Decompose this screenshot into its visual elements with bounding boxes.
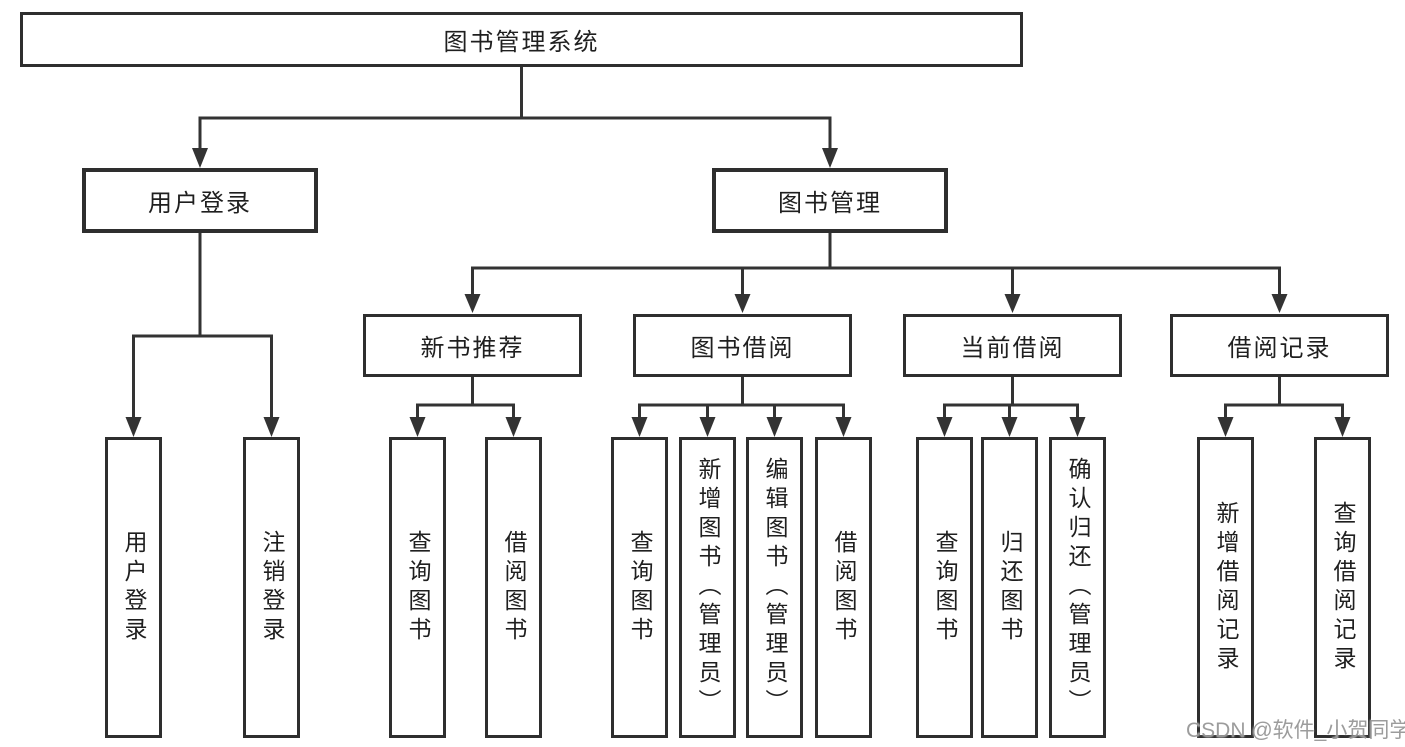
connector-book-management-to-level3 xyxy=(471,233,1281,295)
node-new-book-recommend: 新书推荐 xyxy=(363,314,582,377)
node-root-label: 图书管理系统 xyxy=(443,29,600,56)
node-borrow-records-label: 借阅记录 xyxy=(1227,335,1332,362)
leaf-borrow-books: 借阅图书 xyxy=(815,437,872,738)
leaf-query-books-recommend: 查询图书 xyxy=(389,437,446,738)
node-user-login-label: 用户登录 xyxy=(148,190,252,217)
leaf-query-books-borrow-label: 查询图书 xyxy=(627,529,653,646)
leaf-borrow-books-recommend: 借阅图书 xyxy=(485,437,542,738)
leaf-query-books-borrow: 查询图书 xyxy=(611,437,668,738)
watermark: CSDN @软件_小贺同学 xyxy=(1186,719,1405,742)
leaf-edit-book-admin: 编辑图书（管理员） xyxy=(746,437,803,738)
node-book-borrowing: 图书借阅 xyxy=(633,314,852,377)
leaf-edit-book-admin-label: 编辑图书（管理员） xyxy=(762,457,788,718)
leaf-logout: 注销登录 xyxy=(243,437,300,738)
node-user-login: 用户登录 xyxy=(82,168,318,233)
leaf-logout-label: 注销登录 xyxy=(259,529,285,646)
leaf-add-borrow-record-label: 新增借阅记录 xyxy=(1213,500,1239,675)
leaf-confirm-return-admin-label: 确认归还（管理员） xyxy=(1065,457,1091,718)
node-borrow-records: 借阅记录 xyxy=(1170,314,1389,377)
connector-user-login-to-leaves xyxy=(132,233,273,419)
leaf-query-borrow-record-label: 查询借阅记录 xyxy=(1330,500,1356,675)
node-new-book-recommend-label: 新书推荐 xyxy=(420,335,525,362)
leaf-query-books-recommend-label: 查询图书 xyxy=(405,529,431,646)
node-current-borrowing-label: 当前借阅 xyxy=(960,335,1065,362)
leaf-add-book-admin: 新增图书（管理员） xyxy=(679,437,736,738)
leaf-borrow-books-recommend-label: 借阅图书 xyxy=(501,529,527,646)
connector-root-to-level2 xyxy=(198,67,832,150)
leaf-add-book-admin-label: 新增图书（管理员） xyxy=(695,457,721,718)
leaf-confirm-return-admin: 确认归还（管理员） xyxy=(1049,437,1106,738)
leaf-query-books-current-label: 查询图书 xyxy=(932,529,958,646)
leaf-return-book-label: 归还图书 xyxy=(997,529,1023,646)
leaf-return-book: 归还图书 xyxy=(981,437,1038,738)
node-book-borrowing-label: 图书借阅 xyxy=(690,335,795,362)
arrowheads xyxy=(125,148,1351,437)
node-current-borrowing: 当前借阅 xyxy=(903,314,1122,377)
leaf-query-borrow-record: 查询借阅记录 xyxy=(1314,437,1371,738)
node-root: 图书管理系统 xyxy=(20,12,1023,67)
leaf-query-books-current: 查询图书 xyxy=(916,437,973,738)
node-book-management-label: 图书管理 xyxy=(778,190,882,217)
connector-level3-to-leaves xyxy=(416,377,1344,419)
leaf-add-borrow-record: 新增借阅记录 xyxy=(1197,437,1254,738)
leaf-borrow-books-label: 借阅图书 xyxy=(831,529,857,646)
leaf-user-login: 用户登录 xyxy=(105,437,162,738)
node-book-management: 图书管理 xyxy=(712,168,948,233)
leaf-user-login-label: 用户登录 xyxy=(121,529,147,646)
